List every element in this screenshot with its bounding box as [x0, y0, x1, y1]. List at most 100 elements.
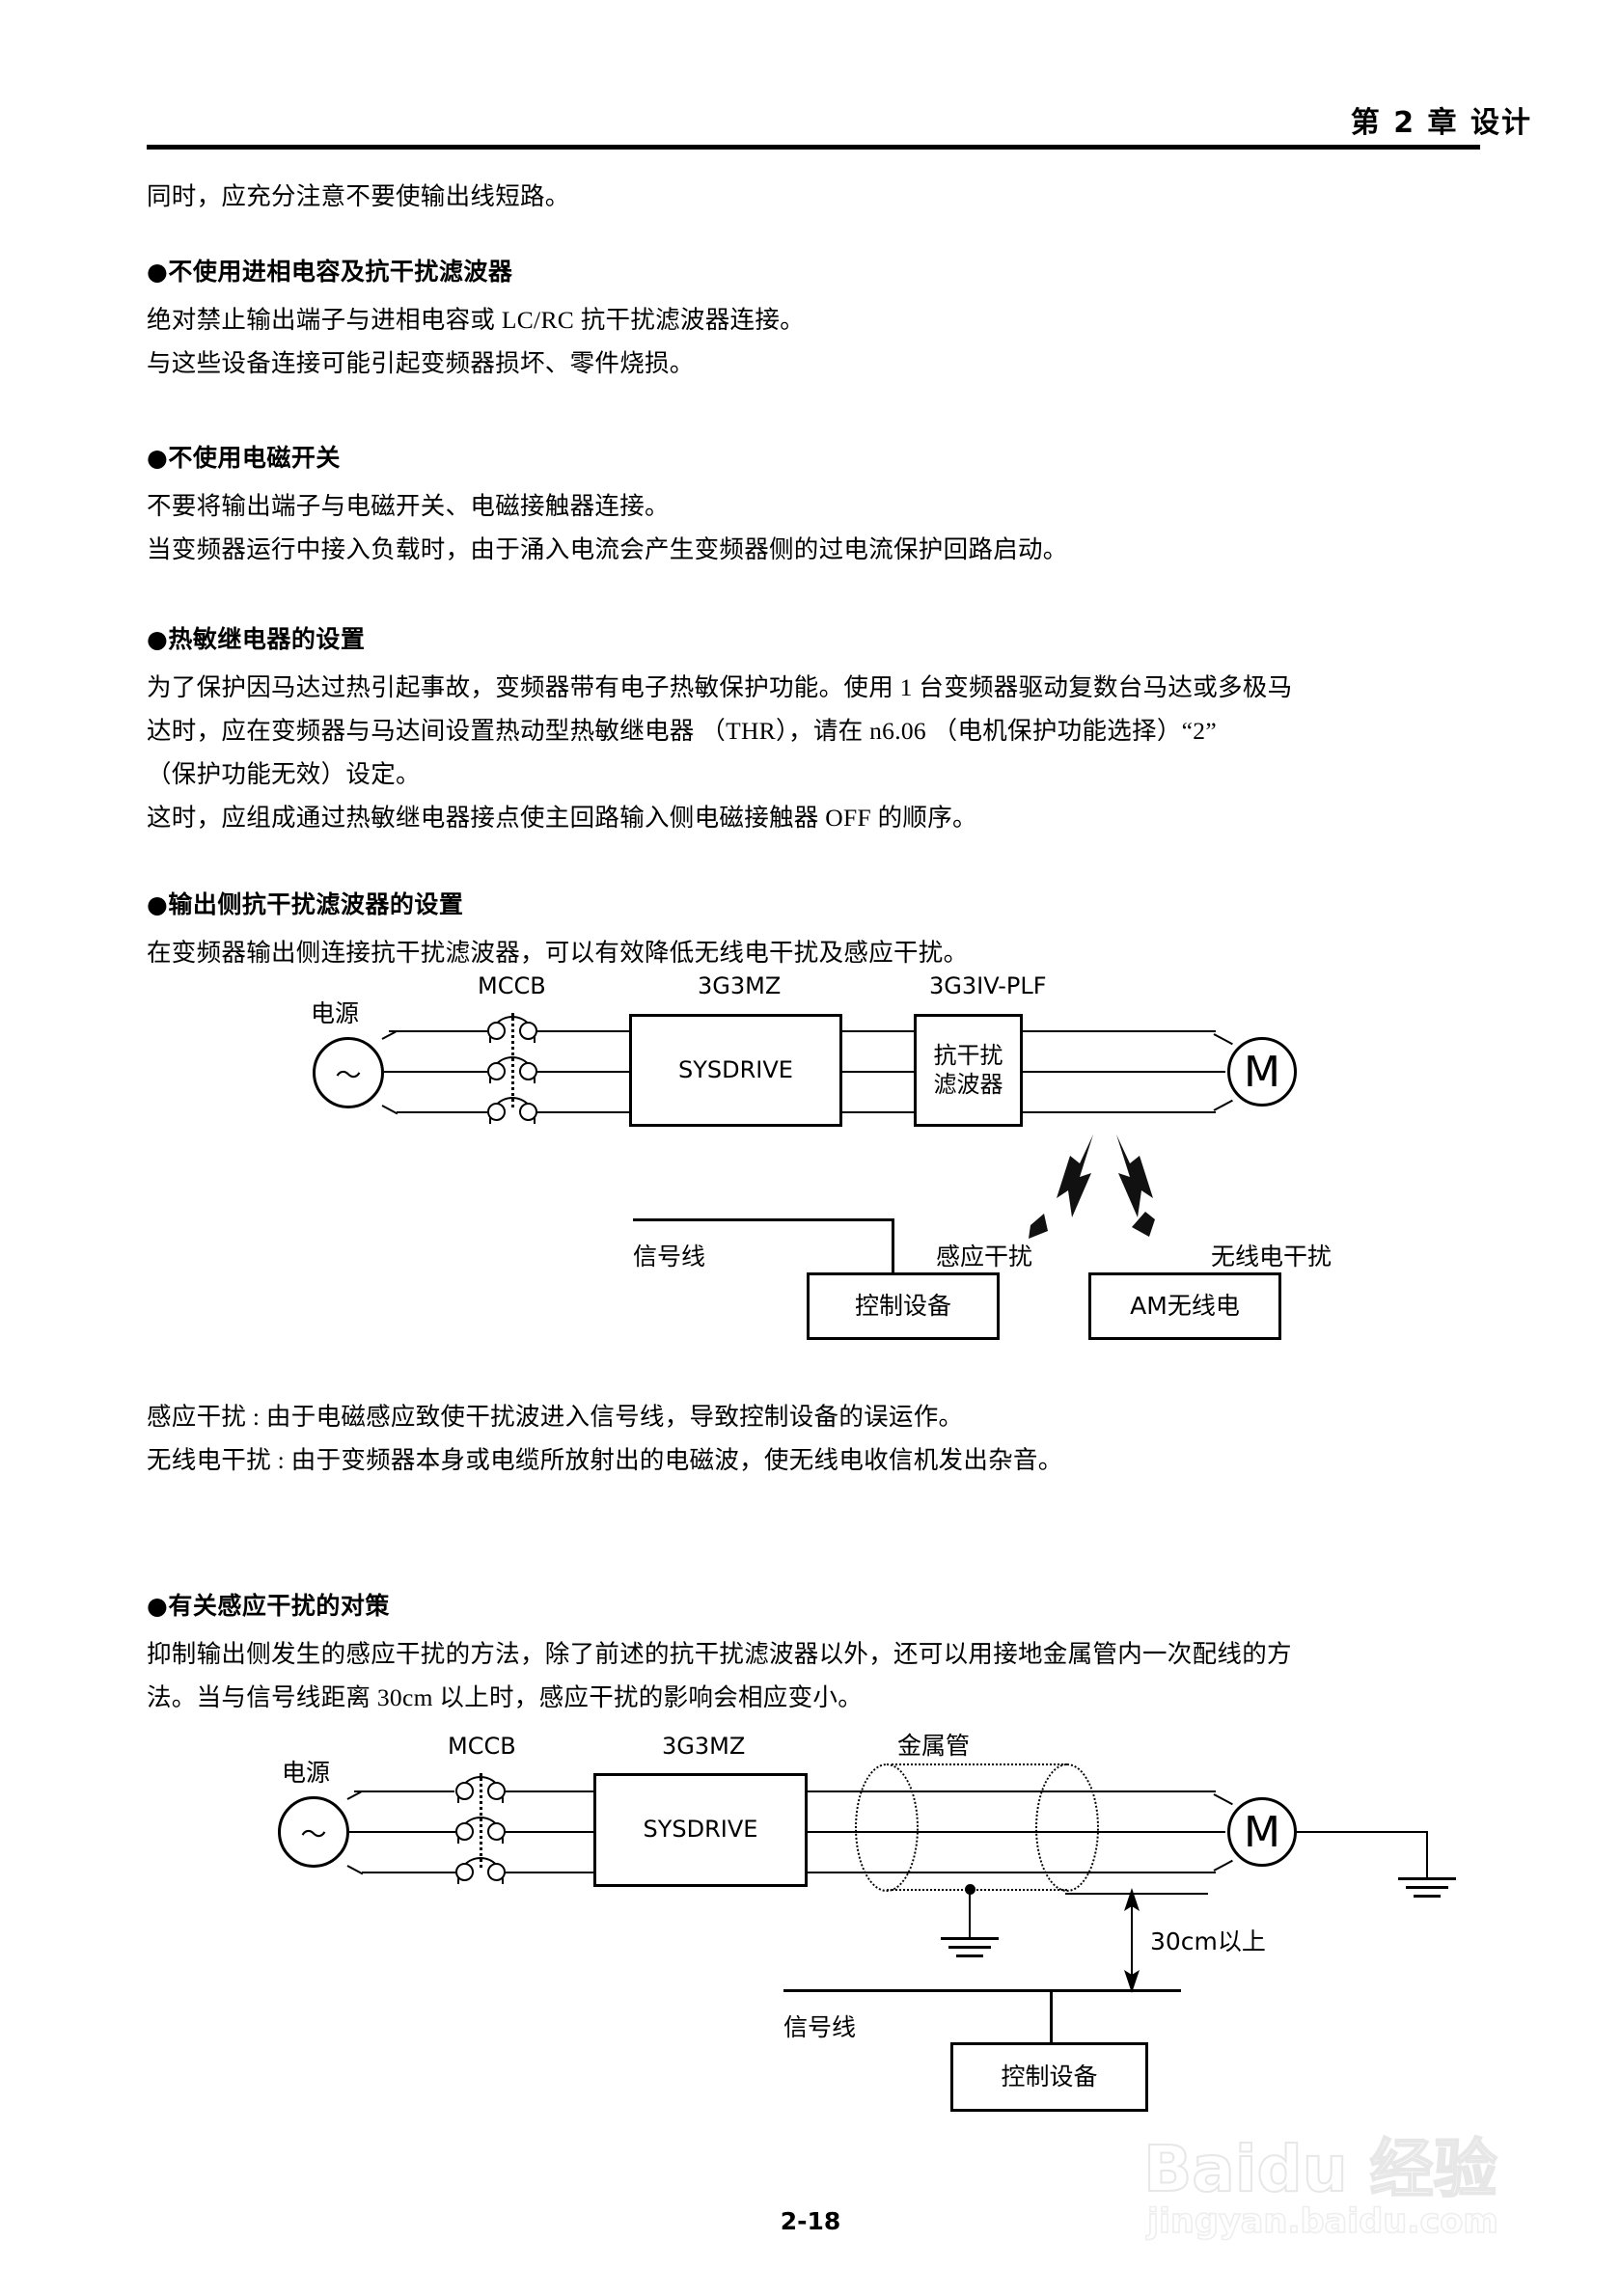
conduit-top-edge	[887, 1763, 1067, 1765]
section-heading-output-filter: ●输出侧抗干扰滤波器的设置	[147, 890, 464, 918]
wire	[362, 1872, 455, 1873]
wire	[397, 1111, 487, 1113]
lightning-bolt-right-icon	[1116, 1134, 1155, 1237]
signal-line-wire	[783, 1989, 1181, 1992]
metal-pipe-label: 金属管	[897, 1732, 971, 1760]
wire	[354, 1790, 454, 1792]
conduit-ground-drop	[969, 1891, 971, 1937]
signal-line-label: 信号线	[783, 2013, 857, 2041]
inverter-box: SYSDRIVE	[629, 1014, 842, 1127]
conduit-bottom-edge	[887, 1889, 1067, 1891]
wire	[384, 1071, 487, 1073]
noise-filter-box: 抗干扰 滤波器	[914, 1014, 1023, 1127]
wire	[1023, 1111, 1216, 1113]
section-line: 抑制输出侧发生的感应干扰的方法，除了前述的抗干扰滤波器以外，还可以用接地金属管内…	[147, 1640, 1292, 1668]
motor-icon: M	[1227, 1797, 1297, 1867]
ground-bar	[941, 1937, 999, 1940]
wire	[1023, 1030, 1216, 1032]
noise-filter-line2: 滤波器	[933, 1070, 1003, 1098]
section-line: 绝对禁止输出端子与进相电容或 LC/RC 抗干扰滤波器连接。	[147, 306, 805, 334]
control-device-box: 控制设备	[807, 1272, 1000, 1340]
ac-source-icon: ～	[313, 1037, 384, 1108]
mccb-contact	[487, 1782, 506, 1800]
wire	[842, 1030, 914, 1032]
section-heading-capacitor: ●不使用进相电容及抗干扰滤波器	[147, 258, 513, 286]
induced-noise-label: 感应干扰	[936, 1243, 1033, 1271]
ac-source-icon: ～	[278, 1796, 349, 1868]
ground-bar	[1398, 1877, 1456, 1880]
section-line: 在变频器输出侧连接抗干扰滤波器，可以有效降低无线电干扰及感应干扰。	[147, 939, 969, 967]
junction-dot	[965, 1884, 975, 1895]
section-line: （保护功能无效）设定。	[147, 760, 421, 788]
wire	[808, 1790, 1216, 1792]
inverter-model-label: 3G3MZ	[662, 1733, 746, 1760]
signal-line-drop	[1050, 1989, 1053, 2044]
section-line: 与这些设备连接可能引起变频器损坏、零件烧损。	[147, 349, 695, 377]
page-number: 2-18	[780, 2207, 841, 2235]
inverter-box: SYSDRIVE	[593, 1773, 808, 1887]
mccb-contact	[487, 1863, 506, 1881]
dimension-arrow-down-icon	[1124, 1970, 1140, 1993]
wire	[1023, 1071, 1225, 1073]
control-device-box: 控制设备	[950, 2042, 1148, 2112]
wire	[808, 1872, 1216, 1873]
mccb-contact	[455, 1863, 474, 1881]
page-title: 第 2 章 设计	[1350, 106, 1532, 140]
inverter-model-label: 3G3MZ	[698, 972, 782, 999]
section-line: 这时，应组成通过热敏继电器接点使主回路输入侧电磁接触器 OFF 的顺序。	[147, 804, 977, 832]
mccb-linkage	[480, 1773, 482, 1868]
am-radio-box: AM无线电	[1088, 1272, 1281, 1340]
wire	[505, 1831, 593, 1833]
dimension-arrow-up-icon	[1124, 1888, 1140, 1911]
section-heading-thermal-relay: ●热敏继电器的设置	[147, 625, 366, 653]
power-source-label: 电源	[282, 1759, 331, 1787]
conduit-left-ellipse	[855, 1763, 919, 1892]
section-heading-countermeasures: ●有关感应干扰的对策	[147, 1592, 390, 1620]
ground-bar	[1406, 1886, 1448, 1889]
wire	[1297, 1831, 1428, 1833]
mccb-contact	[487, 1062, 506, 1080]
section-line: 不要将输出端子与电磁开关、电磁接触器连接。	[147, 492, 670, 520]
wire	[536, 1071, 629, 1073]
wire	[536, 1111, 629, 1113]
ground-bar	[956, 1954, 983, 1957]
mccb-label: MCCB	[448, 1733, 516, 1760]
filter-model-label: 3G3IV-PLF	[929, 972, 1047, 999]
wire	[389, 1030, 487, 1032]
signal-line-label: 信号线	[633, 1243, 706, 1271]
distance-label: 30cm以上	[1150, 1927, 1266, 1955]
wire	[808, 1831, 1225, 1833]
dimension-line	[1131, 1893, 1133, 1989]
section-heading-magnetic-switch: ●不使用电磁开关	[147, 444, 341, 472]
mccb-contact	[487, 1822, 506, 1841]
ground-bar	[948, 1946, 991, 1949]
motor-ground-drop	[1426, 1831, 1428, 1877]
section-line: 法。当与信号线距离 30cm 以上时，感应干扰的影响会相应变小。	[147, 1683, 864, 1711]
signal-line-wire	[633, 1218, 893, 1221]
wire	[505, 1872, 593, 1873]
ground-bar	[1414, 1895, 1441, 1898]
radio-noise-label: 无线电干扰	[1211, 1243, 1333, 1271]
signal-line-drop	[892, 1218, 894, 1274]
radio-noise-definition: 无线电干扰 : 由于变频器本身或电缆所放射出的电磁波，使无线电收信机发出杂音。	[147, 1446, 1063, 1474]
section-line: 为了保护因马达过热引起事故，变频器带有电子热敏保护功能。使用 1 台变频器驱动复…	[147, 673, 1293, 701]
section-line: 达时，应在变频器与马达间设置热动型热敏继电器 （THR），请在 n6.06 （电…	[147, 717, 1217, 745]
noise-filter-line1: 抗干扰	[933, 1042, 1003, 1070]
metal-conduit-diagram: 电源 ～ MCCB 3G3MZ SYSDRIVE 金属管 M	[278, 1732, 1456, 2112]
mccb-contact	[455, 1782, 474, 1800]
dimension-top-extension	[1065, 1893, 1208, 1895]
header-divider	[147, 145, 1480, 150]
lightning-bolt-left-icon	[1029, 1134, 1093, 1239]
wire	[346, 1865, 364, 1875]
intro-line: 同时，应充分注意不要使输出线短路。	[147, 182, 570, 210]
motor-icon: M	[1227, 1037, 1297, 1107]
mccb-label: MCCB	[478, 972, 546, 999]
mccb-contact	[487, 1103, 506, 1121]
wire	[505, 1790, 593, 1792]
induced-noise-definition: 感应干扰 : 由于电磁感应致使干扰波进入信号线，导致控制设备的误运作。	[147, 1403, 964, 1431]
wire	[536, 1030, 629, 1032]
noise-filter-diagram: 电源 ～ MCCB 3G3MZ SYSDRIVE 3G3IV-PLF 抗干扰 滤…	[311, 972, 1333, 1340]
power-source-label: 电源	[311, 999, 360, 1027]
section-line: 当变频器运行中接入负载时，由于涌入电流会产生变频器侧的过电流保护回路启动。	[147, 535, 1068, 563]
wire	[1213, 1793, 1233, 1806]
